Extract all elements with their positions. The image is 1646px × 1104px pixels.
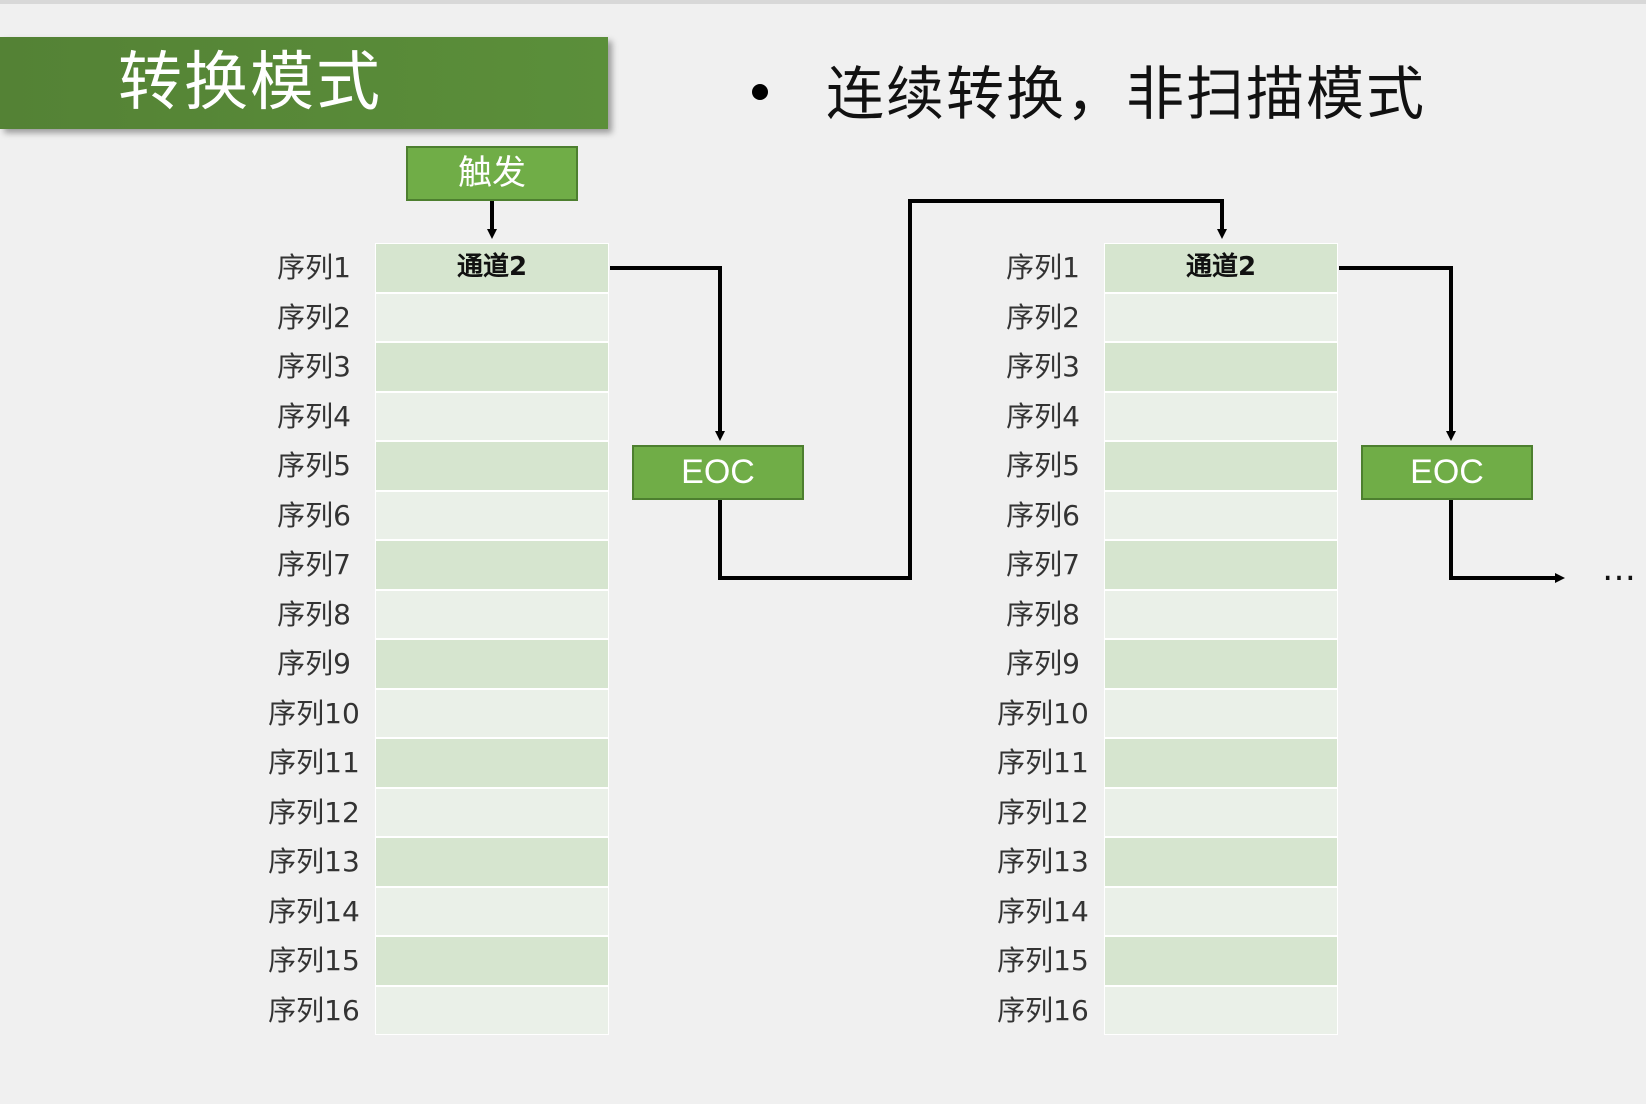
sequence-label: 序列10 bbox=[997, 696, 1089, 730]
sequence-slot bbox=[375, 936, 609, 986]
sequence-slot bbox=[375, 787, 609, 837]
sequence-slot bbox=[375, 837, 609, 887]
trigger-box: 触发 bbox=[406, 146, 578, 201]
sequence-slot bbox=[1104, 391, 1338, 441]
sequence-slot bbox=[1104, 490, 1338, 540]
sequence-slot bbox=[375, 391, 609, 441]
bullet-icon bbox=[752, 84, 768, 100]
sequence-slot bbox=[1104, 589, 1338, 639]
sequence-labels-2: 序列1 序列2 序列3 序列4 序列5 序列6 序列7 序列8 序列9 序列10… bbox=[983, 243, 1103, 1035]
sequence-labels-1: 序列1 序列2 序列3 序列4 序列5 序列6 序列7 序列8 序列9 序列10… bbox=[254, 243, 374, 1035]
sequence-slot bbox=[1104, 688, 1338, 738]
sequence-table-2: 通道2 bbox=[1104, 243, 1338, 1035]
sequence-label: 序列3 bbox=[1006, 350, 1080, 383]
sequence-slot bbox=[1104, 936, 1338, 986]
sequence-slot bbox=[375, 342, 609, 392]
sequence-slot bbox=[1104, 342, 1338, 392]
sequence-label: 序列1 bbox=[277, 251, 351, 284]
sequence-label: 序列11 bbox=[268, 746, 360, 779]
sequence-slot bbox=[1104, 985, 1338, 1035]
sequence-label: 序列14 bbox=[268, 894, 360, 928]
sequence-label: 序列12 bbox=[997, 795, 1089, 829]
eoc-box-2: EOC bbox=[1361, 445, 1533, 500]
sequence-label: 序列8 bbox=[1006, 597, 1080, 631]
sequence-slot bbox=[375, 441, 609, 491]
sequence-label: 序列1 bbox=[1006, 251, 1080, 284]
sequence-slot bbox=[375, 738, 609, 788]
sequence-label: 序列5 bbox=[277, 449, 351, 482]
sequence-label: 序列6 bbox=[277, 498, 351, 532]
sequence-label: 序列5 bbox=[1006, 449, 1080, 482]
eoc1-to-table2-arrow bbox=[718, 199, 1227, 580]
sequence-slot bbox=[375, 540, 609, 590]
sequence-label: 序列14 bbox=[997, 894, 1089, 928]
sequence-slot bbox=[1104, 886, 1338, 936]
table1-to-eoc1-arrow bbox=[610, 266, 725, 441]
sequence-slot bbox=[1104, 292, 1338, 342]
sequence-slot bbox=[1104, 738, 1338, 788]
sequence-label: 序列16 bbox=[268, 993, 360, 1027]
sequence-slot bbox=[375, 639, 609, 689]
sequence-label: 序列15 bbox=[997, 944, 1089, 977]
sequence-label: 序列3 bbox=[277, 350, 351, 383]
sequence-label: 序列10 bbox=[268, 696, 360, 730]
sequence-slot-1: 通道2 bbox=[375, 243, 609, 293]
sequence-label: 序列2 bbox=[277, 300, 351, 334]
sequence-label: 序列6 bbox=[1006, 498, 1080, 532]
sequence-slot bbox=[375, 688, 609, 738]
sequence-label: 序列8 bbox=[277, 597, 351, 631]
sequence-label: 序列9 bbox=[277, 647, 351, 680]
table2-to-eoc2-arrow bbox=[1339, 266, 1456, 441]
connector-arrows bbox=[487, 199, 1565, 583]
sequence-slot bbox=[1104, 540, 1338, 590]
sequence-table-1: 通道2 bbox=[375, 243, 609, 1035]
sequence-label: 序列13 bbox=[268, 845, 360, 878]
sequence-label: 序列13 bbox=[997, 845, 1089, 878]
sequence-label: 序列4 bbox=[1006, 399, 1080, 433]
sequence-label: 序列16 bbox=[997, 993, 1089, 1027]
sequence-label: 序列12 bbox=[268, 795, 360, 829]
sequence-slot bbox=[1104, 639, 1338, 689]
sequence-slot bbox=[375, 589, 609, 639]
sequence-slot-1: 通道2 bbox=[1104, 243, 1338, 293]
sequence-label: 序列7 bbox=[1006, 548, 1080, 581]
sequence-slot bbox=[375, 886, 609, 936]
sequence-slot bbox=[1104, 441, 1338, 491]
bullet-text: 连续转换，非扫描模式 bbox=[826, 60, 1427, 128]
sequence-label: 序列11 bbox=[997, 746, 1089, 779]
sequence-slot bbox=[1104, 787, 1338, 837]
sequence-slot bbox=[375, 985, 609, 1035]
sequence-label: 序列2 bbox=[1006, 300, 1080, 334]
sequence-slot bbox=[375, 490, 609, 540]
eoc2-continue-arrow bbox=[1449, 500, 1565, 583]
sequence-label: 序列7 bbox=[277, 548, 351, 581]
sequence-slot bbox=[1104, 837, 1338, 887]
sequence-slot bbox=[375, 292, 609, 342]
continuation-ellipsis: … bbox=[1602, 549, 1638, 589]
slide-title: 转换模式 bbox=[0, 37, 608, 129]
sequence-label: 序列9 bbox=[1006, 647, 1080, 680]
eoc-box-1: EOC bbox=[632, 445, 804, 500]
sequence-label: 序列15 bbox=[268, 944, 360, 977]
sequence-label: 序列4 bbox=[277, 399, 351, 433]
